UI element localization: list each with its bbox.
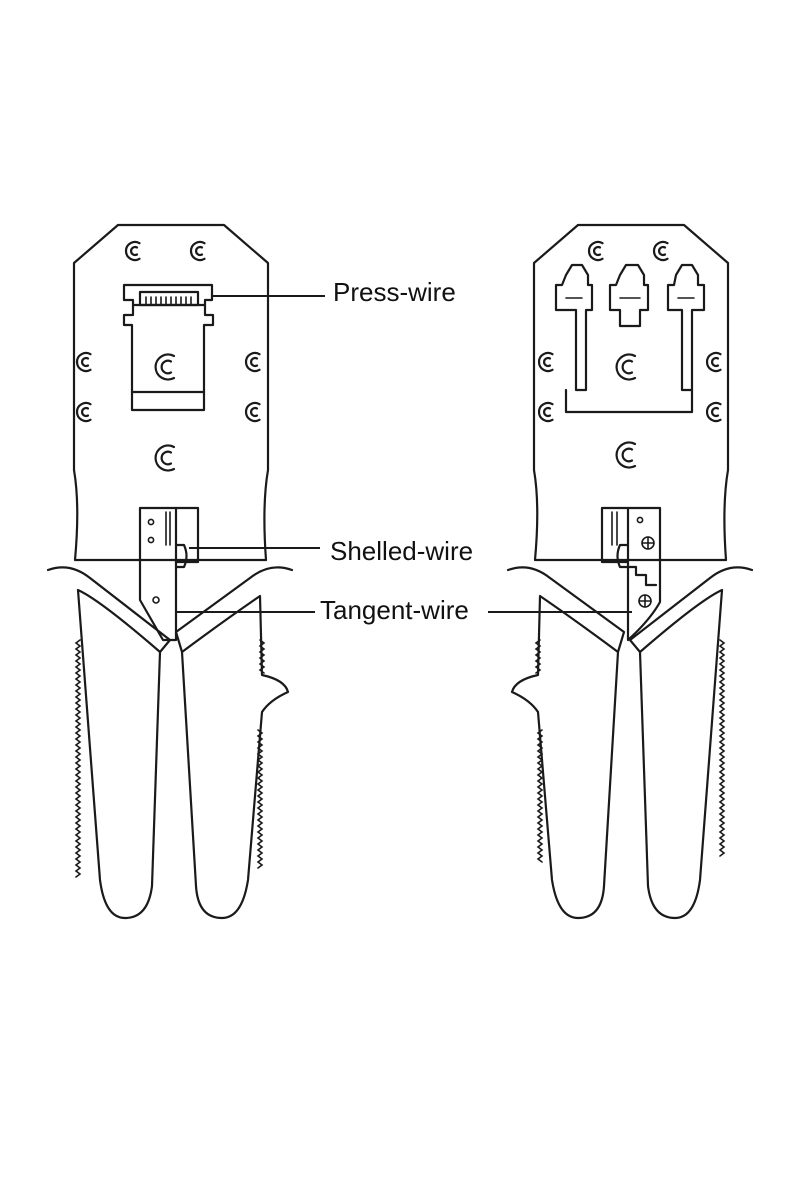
tangent-wire-label: Tangent-wire: [320, 595, 469, 625]
right-screw-mid-left-icon: [537, 351, 554, 373]
left-screw-low-right-icon: [244, 401, 261, 423]
left-tool-handle-right: [174, 566, 294, 920]
left-screw-center-icon: [154, 353, 176, 381]
right-screw-center-icon: [615, 353, 637, 381]
right-block-cross-screw-top-icon: [641, 536, 655, 550]
left-screw-low-left-icon: [75, 401, 92, 423]
right-screw-top-left-icon: [587, 240, 604, 262]
right-handle-grip-serration: [256, 639, 266, 869]
press-wire-label: Press-wire: [333, 277, 456, 307]
right-screw-lower-icon: [615, 441, 637, 469]
left-tool-handle-left: [46, 566, 172, 920]
left-blade-block: [138, 506, 200, 642]
left-handle-grip-serration: [74, 639, 82, 878]
right-block-cross-screw-bottom-icon: [638, 594, 652, 608]
crimper-left-view: [46, 223, 294, 920]
left-screw-lower-icon: [154, 444, 176, 472]
right-tool-handle-left: [506, 566, 626, 920]
right-tool-head: [532, 223, 730, 562]
right-screw-mid-right-icon: [705, 351, 722, 373]
press-die: [122, 283, 215, 412]
left-screw-mid-right-icon: [244, 351, 261, 373]
right-blade-block: [600, 506, 662, 642]
right-tool-right-grip-serration: [718, 639, 726, 857]
left-screw-top-right-icon: [189, 240, 206, 262]
left-tool-head: [72, 223, 270, 562]
right-screw-low-left-icon: [537, 401, 554, 423]
left-screw-mid-left-icon: [75, 351, 92, 373]
modular-die-cavities: [554, 263, 706, 414]
right-screw-low-right-icon: [705, 401, 722, 423]
right-tool-handle-right: [628, 566, 754, 920]
right-screw-top-right-icon: [652, 240, 669, 262]
shelled-wire-label: Shelled-wire: [330, 536, 474, 566]
crimper-right-view: [506, 223, 754, 920]
right-tool-left-grip-serration: [534, 639, 544, 863]
left-screw-top-left-icon: [124, 240, 141, 262]
